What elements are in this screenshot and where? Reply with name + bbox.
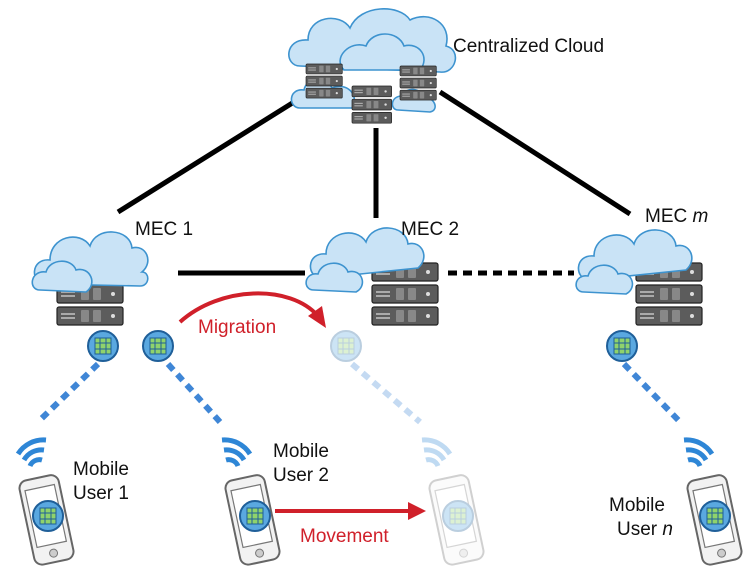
migration-arrow: Migration [178, 291, 326, 338]
service-chip-icon [330, 330, 362, 362]
mec2-label: MEC 2 [401, 219, 459, 240]
service-chip-icon [239, 500, 271, 532]
wireless-link-user2-ghost [350, 361, 422, 425]
mec1-label: MEC 1 [135, 219, 193, 240]
mec-1-node: MEC 1 [31, 219, 193, 362]
user2-label-line1: Mobile [273, 441, 329, 462]
link-cloud-mecm [438, 89, 632, 217]
mobile-user-2-ghost [427, 472, 487, 568]
mobile-user-1: Mobile User 1 [17, 459, 129, 568]
wireless-link-usern [621, 361, 685, 427]
usern-label-line2: User n [617, 519, 673, 540]
movement-arrow: Movement [275, 502, 426, 547]
mobile-user-n: Mobile User n [609, 472, 745, 568]
user2-label-line2: User 2 [273, 465, 329, 486]
usern-label-line1: Mobile [609, 495, 665, 516]
mecm-label: MEC m [645, 206, 708, 227]
edge-server-icon [31, 231, 149, 325]
wifi-signal-icon [422, 440, 450, 466]
wifi-signal-icon [222, 440, 250, 466]
service-chip-icon [442, 500, 474, 532]
user1-label-line2: User 1 [73, 483, 129, 504]
wireless-link-user1 [37, 361, 101, 423]
movement-label: Movement [300, 526, 389, 547]
service-chip-icon [87, 330, 119, 362]
service-chip-icon [142, 330, 174, 362]
wireless-links [37, 361, 685, 427]
wifi-signal-icon [18, 440, 46, 466]
edge-server-icon [575, 229, 702, 325]
mec-m-node: MEC m [575, 206, 708, 362]
service-chip-icon [606, 330, 638, 362]
backbone-links [116, 89, 632, 276]
edge-server-icon [305, 227, 438, 325]
mec-2-node: MEC 2 [305, 219, 459, 362]
link-cloud-mec1 [116, 89, 312, 215]
service-chip-icon [699, 500, 731, 532]
wifi-signal-icon [684, 440, 712, 466]
wireless-link-user2 [165, 361, 223, 425]
service-chip-icon [32, 500, 64, 532]
centralized-cloud: Centralized Cloud [288, 8, 604, 123]
cloud-label: Centralized Cloud [453, 36, 604, 57]
user1-label-line1: Mobile [73, 459, 129, 480]
migration-label: Migration [198, 317, 276, 338]
mobile-user-2: Mobile User 2 [223, 441, 329, 568]
cloud-server-icon [288, 8, 457, 123]
